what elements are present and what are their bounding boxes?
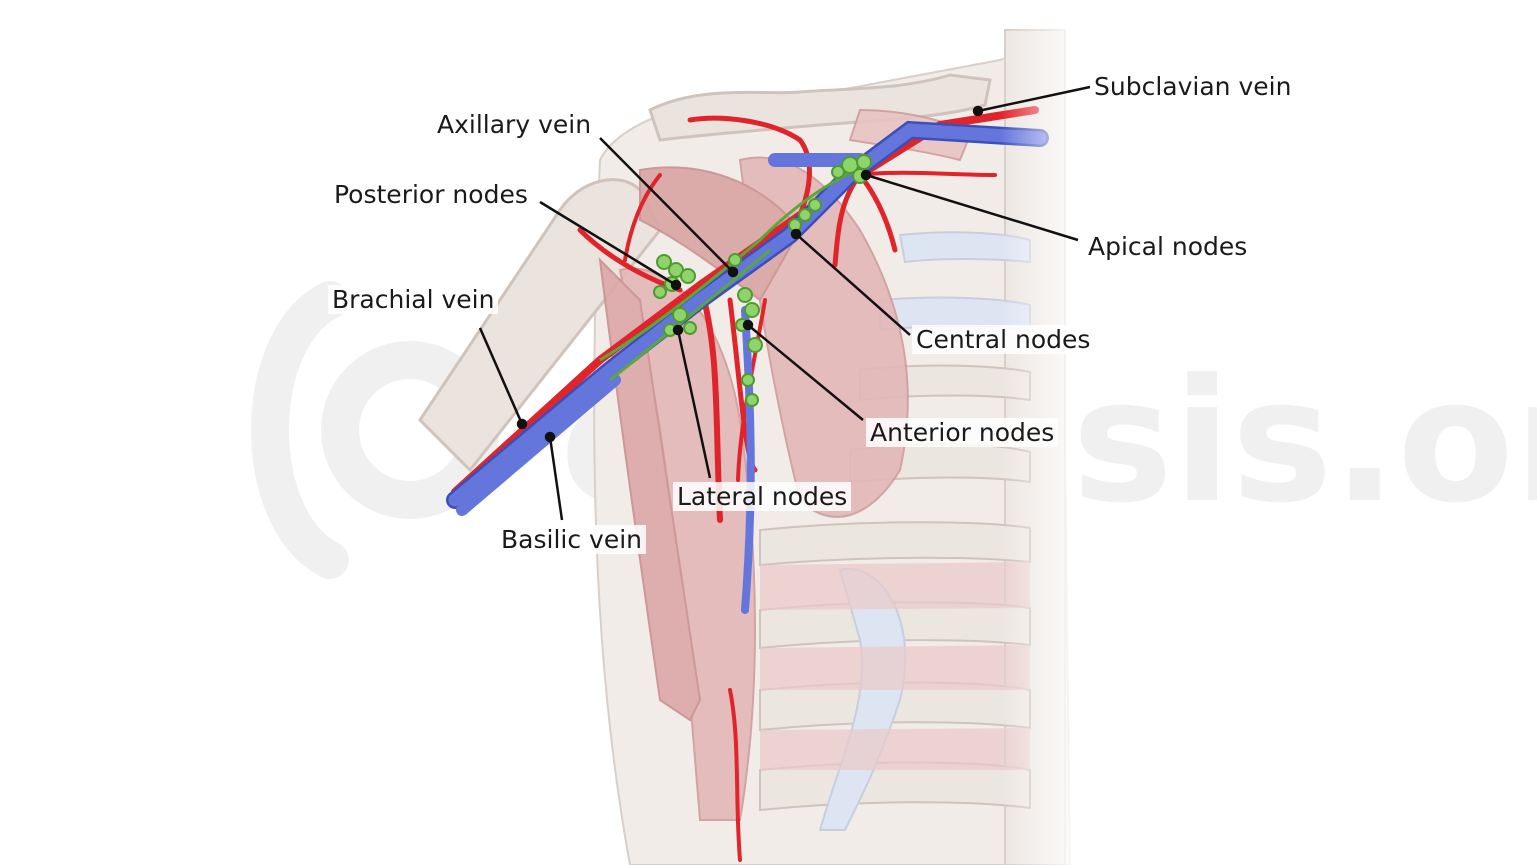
muscles: [598, 108, 972, 821]
label-subclavian-vein: Subclavian vein: [1090, 72, 1296, 101]
leader-lines: [478, 85, 1091, 521]
label-central-nodes: Central nodes: [912, 325, 1095, 354]
label-lateral-nodes: Lateral nodes: [673, 482, 852, 511]
label-posterior-nodes: Posterior nodes: [330, 180, 532, 209]
label-brachial-vein: Brachial vein: [328, 285, 499, 314]
label-apical-nodes: Apical nodes: [1084, 232, 1252, 261]
label-anterior-nodes: Anterior nodes: [866, 418, 1059, 447]
lymph-nodes: [599, 154, 872, 407]
label-axillary-vein: Axillary vein: [433, 110, 596, 139]
label-basilic-vein: Basilic vein: [497, 525, 646, 554]
